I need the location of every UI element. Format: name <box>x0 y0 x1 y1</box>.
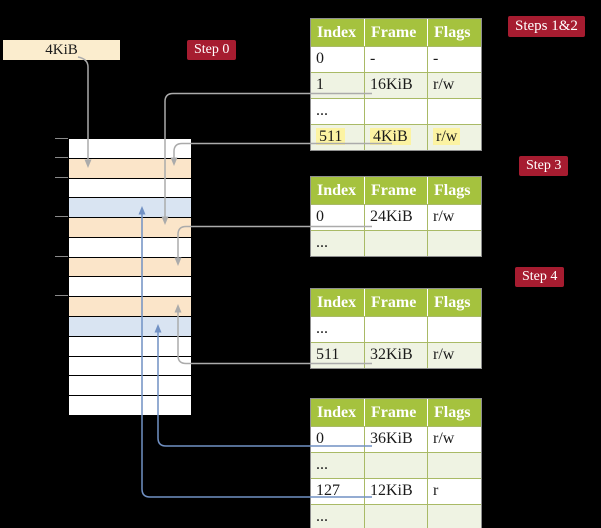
table-cell: r <box>433 482 439 499</box>
memory-cell-11 <box>69 356 191 377</box>
table-cell: ... <box>311 505 365 528</box>
memory-cell-2 <box>69 178 191 199</box>
frame-address-label: 4KiB <box>45 42 78 58</box>
column-header-frame: Frame <box>365 399 428 426</box>
memory-tick-4 <box>55 255 68 257</box>
step-3-badge: Step 3 <box>519 156 569 176</box>
page-table-steps-1-2-row-3: 511 4KiB r/w <box>311 124 481 150</box>
highlighted-value: 511 <box>316 128 346 145</box>
memory-cell-6 <box>69 257 191 278</box>
table-cell: r/w <box>428 125 481 150</box>
memory-cell-12 <box>69 376 191 397</box>
highlighted-value: 4KiB <box>370 128 411 145</box>
table-cell: 36KiB <box>365 427 428 452</box>
step-0-badge: Step 0 <box>187 40 237 60</box>
column-header-frame: Frame <box>365 19 428 46</box>
page-table-steps-1-2-row-0: 0-- <box>311 46 481 72</box>
table-cell: r/w <box>433 76 455 93</box>
table-cell <box>428 231 481 256</box>
table-cell: - <box>433 50 439 67</box>
column-header-index: Index <box>311 289 365 316</box>
memory-tick-1 <box>55 157 68 159</box>
memory-cell-9 <box>69 317 191 337</box>
table-cell: 0 <box>311 427 365 452</box>
table-cell: 0 <box>311 205 365 230</box>
column-header-frame: Frame <box>365 289 428 316</box>
table-cell: 1 <box>311 73 365 98</box>
memory-cell-0 <box>69 139 191 159</box>
table-cell: ... <box>311 231 365 256</box>
table-cell: 4KiB <box>365 125 428 150</box>
memory-tick-2 <box>55 176 68 178</box>
memory-cell-7 <box>69 277 191 298</box>
memory-cell-10 <box>69 336 191 357</box>
table-cell: ... <box>311 317 365 342</box>
table-cell: ... <box>311 99 365 124</box>
table-cell <box>365 505 428 528</box>
table-cell <box>428 505 481 528</box>
page-table-step-4-row-0: ... <box>311 316 481 342</box>
memory-cell-5 <box>69 237 191 258</box>
table-cell <box>365 453 428 478</box>
column-header-flags: Flags <box>434 182 471 199</box>
column-header-index: Index <box>311 177 365 204</box>
table-cell: r/w <box>433 208 455 225</box>
column-header-index: Index <box>311 19 365 46</box>
column-header-flags: Flags <box>434 404 471 421</box>
table-cell <box>428 453 481 478</box>
memory-cell-1 <box>69 158 191 179</box>
column-header-frame: Frame <box>365 177 428 204</box>
page-table-final-row-1: ... <box>311 452 481 478</box>
table-cell <box>428 99 481 124</box>
page-table-steps-1-2-row-2: ... <box>311 98 481 124</box>
table-cell: 16KiB <box>365 73 428 98</box>
table-cell: - <box>365 47 428 72</box>
step-4-badge: Step 4 <box>515 267 565 287</box>
column-header-flags: Flags <box>434 24 471 41</box>
memory-cell-8 <box>69 297 191 318</box>
table-cell <box>365 99 428 124</box>
memory-tick-0 <box>55 137 68 139</box>
table-cell: 24KiB <box>365 205 428 230</box>
memory-column <box>68 138 192 416</box>
highlighted-value: r/w <box>433 128 461 145</box>
table-cell: ... <box>311 453 365 478</box>
steps-1-2-badge: Steps 1&2 <box>508 16 585 37</box>
page-table-step-3-row-1: ... <box>311 230 481 256</box>
table-cell <box>428 317 481 342</box>
page-table-final-row-3: ... <box>311 504 481 528</box>
column-header-flags: Flags <box>434 294 471 311</box>
table-cell: r/w <box>433 346 455 363</box>
table-cell: 511 <box>311 343 365 368</box>
table-cell: 127 <box>311 479 365 504</box>
memory-cell-3 <box>69 198 191 219</box>
frame-address-box: 4KiB <box>3 40 120 60</box>
table-cell: 32KiB <box>365 343 428 368</box>
table-cell <box>365 317 428 342</box>
memory-tick-3 <box>55 216 68 218</box>
table-cell: 0 <box>311 47 365 72</box>
table-cell: 12KiB <box>365 479 428 504</box>
memory-cell-4 <box>69 218 191 238</box>
memory-tick-5 <box>55 295 68 297</box>
table-cell: 511 <box>311 125 365 150</box>
column-header-index: Index <box>311 399 365 426</box>
table-cell <box>365 231 428 256</box>
memory-cell-13 <box>69 396 191 415</box>
table-cell: r/w <box>433 430 455 447</box>
